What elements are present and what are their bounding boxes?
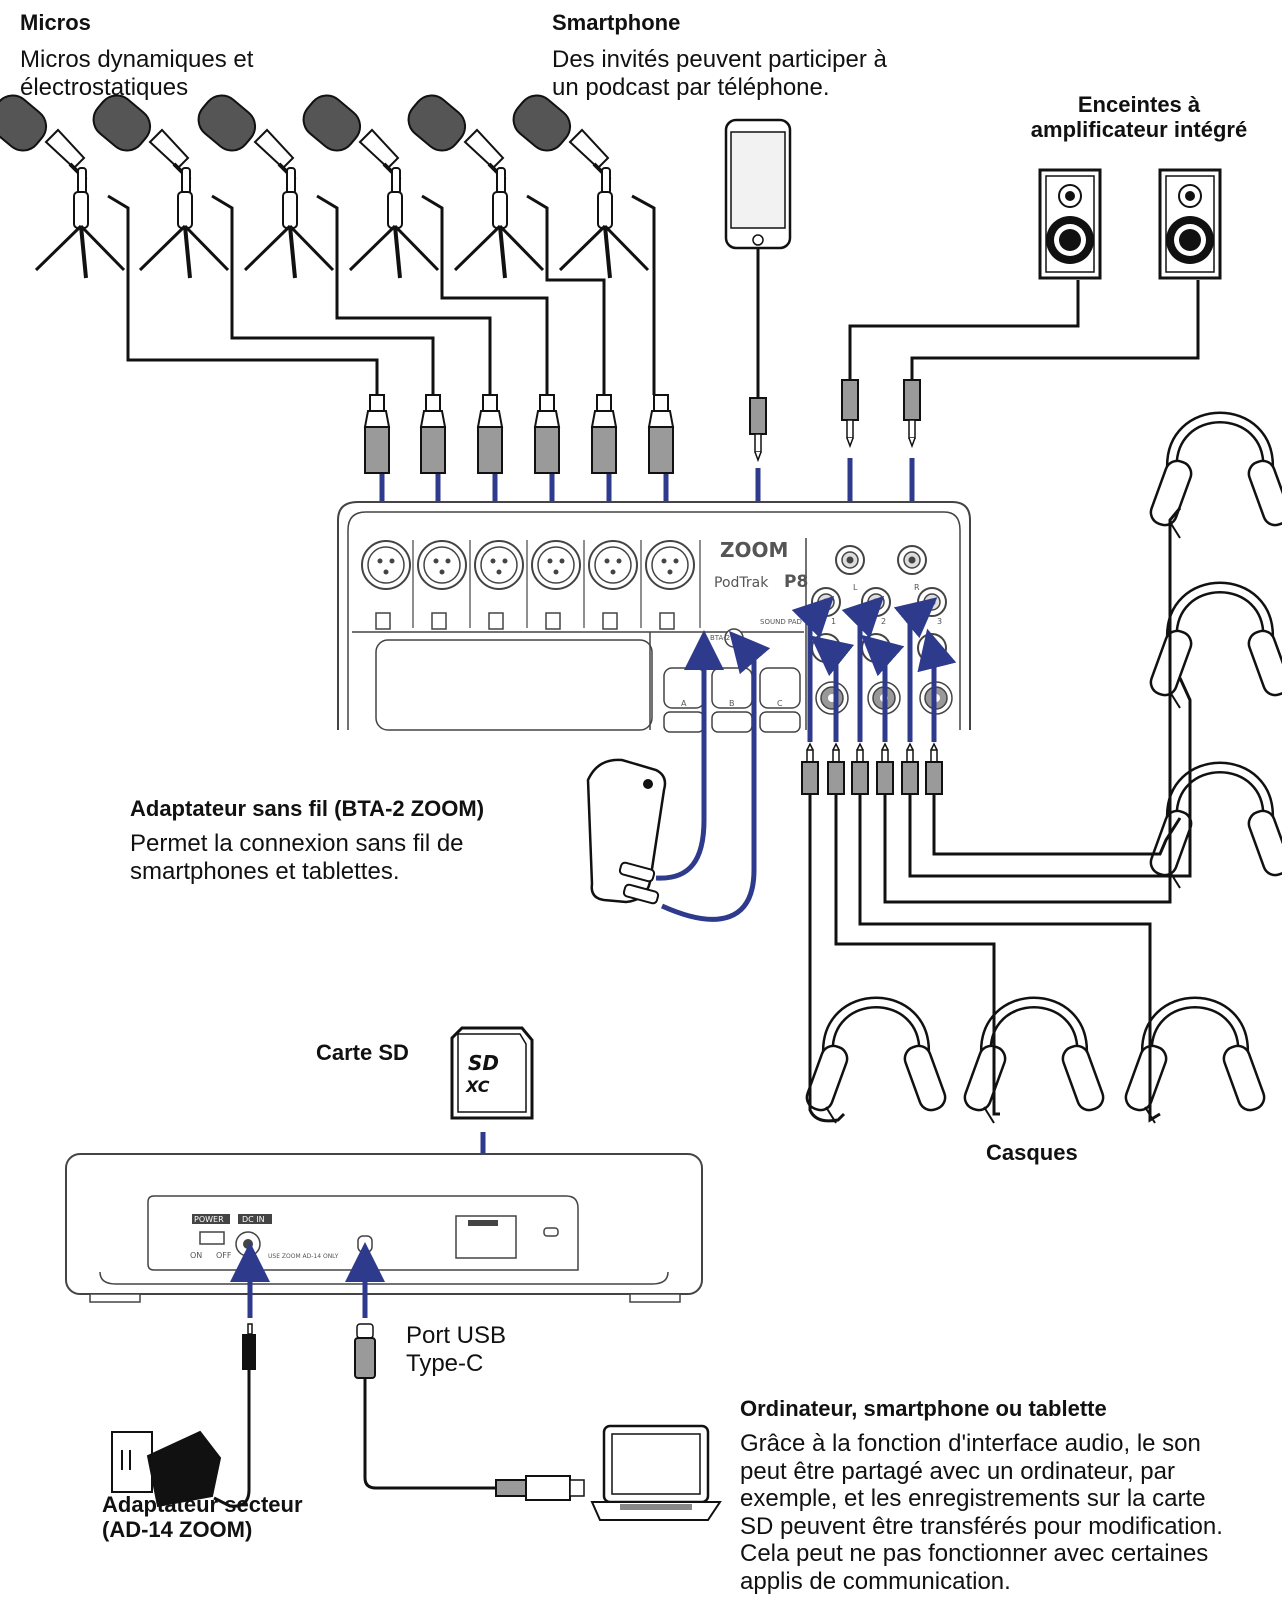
xlr-plug	[648, 394, 674, 474]
bta-title: Adaptateur sans fil (BTA-2 ZOOM)	[130, 796, 485, 821]
wireless-adapter-icon	[586, 758, 667, 905]
xlr-plug	[534, 394, 560, 474]
computer-title: Ordinateur, smartphone ou tablette	[740, 1396, 1107, 1421]
xlr-plug	[591, 394, 617, 474]
adapter-note: USE ZOOM AD-14 ONLY	[268, 1253, 339, 1260]
smartphone-title: Smartphone	[552, 10, 681, 35]
sd-logo: SD	[468, 1051, 499, 1075]
off-label: OFF	[216, 1251, 232, 1260]
microphone-icon	[504, 86, 650, 280]
computer-desc: Grâce à la fonction d'interface audio, l…	[740, 1430, 1223, 1595]
headphone-plug	[901, 743, 919, 795]
dc-plug	[242, 1323, 256, 1370]
headphones-icon	[1147, 588, 1282, 709]
laptop-icon	[590, 1424, 722, 1521]
speaker-left-icon	[1038, 168, 1102, 280]
headphone-plug	[925, 743, 943, 795]
hp-out-2-label: 2	[881, 617, 886, 626]
speaker-out-r-label: R	[914, 583, 920, 592]
speaker-out-l-label: L	[853, 583, 858, 592]
bta-port-label: BTA-2	[710, 634, 730, 642]
headphone-cables	[808, 507, 1192, 1123]
sd-xc: XC	[465, 1077, 490, 1096]
headphones-icon	[803, 1003, 948, 1124]
bta-desc: Permet la connexion sans fil de smartpho…	[130, 830, 464, 885]
podtrak-p8-top-panel: ZOOM PodTrak P8 SOUND PAD BTA-2 A B C L …	[337, 501, 971, 733]
ac-adapter-title: Adaptateur secteur (AD-14 ZOOM)	[102, 1492, 303, 1543]
usb-port-label: Port USB Type-C	[406, 1322, 507, 1377]
speaker-cables	[848, 280, 1200, 380]
speaker-right-icon	[1158, 168, 1222, 280]
speakers-title: Enceintes à amplificateur intégré	[1030, 92, 1248, 143]
rear-arrows	[230, 1242, 385, 1318]
ac-adapter-icon	[111, 1430, 222, 1508]
usb-c-plug	[354, 1323, 376, 1379]
headphone-arrows	[791, 595, 957, 742]
xlr-plug	[420, 394, 446, 474]
dc-in-label: DC IN	[242, 1215, 265, 1224]
sound-pad-label: SOUND PAD	[760, 618, 802, 626]
micros-title: Micros	[20, 10, 91, 35]
usb-a-plug	[495, 1475, 585, 1501]
micros-desc: Micros dynamiques et électrostatiques	[20, 46, 254, 101]
headphones-icon	[1122, 1003, 1267, 1124]
podtrak-p8-rear-panel: POWER DC IN ON OFF USE ZOOM AD-14 ONLY	[65, 1153, 703, 1303]
xlr-plug	[477, 394, 503, 474]
headphones-title: Casques	[986, 1140, 1078, 1165]
headphone-plug	[801, 743, 819, 795]
pad-a-label: A	[681, 699, 687, 708]
bta-cables	[655, 630, 771, 922]
pad-b-label: B	[729, 699, 735, 708]
brand-logo: ZOOM	[720, 538, 788, 562]
mic-cables	[107, 194, 656, 395]
sd-card-icon: SD XC	[450, 1026, 534, 1120]
headphones-icon	[1147, 418, 1282, 539]
headphones-icon	[1147, 768, 1282, 889]
model-name: P8	[784, 572, 808, 592]
on-label: ON	[190, 1251, 202, 1260]
headphone-plug	[827, 743, 845, 795]
pad-c-label: C	[777, 699, 783, 708]
smartphone-desc: Des invités peuvent participer à un podc…	[552, 46, 887, 101]
headphones-icon	[961, 1003, 1106, 1124]
phone-plug	[749, 397, 767, 463]
model-prefix: PodTrak	[714, 575, 769, 591]
hp-out-1-label: 1	[831, 617, 836, 626]
power-label: POWER	[194, 1215, 224, 1224]
xlr-plug	[364, 394, 390, 474]
sd-card-title: Carte SD	[316, 1040, 409, 1065]
hp-out-3-label: 3	[937, 617, 942, 626]
headphone-plug	[851, 743, 869, 795]
headphone-plug	[876, 743, 894, 795]
smartphone-icon	[724, 118, 792, 250]
speaker-plugs	[841, 379, 921, 449]
